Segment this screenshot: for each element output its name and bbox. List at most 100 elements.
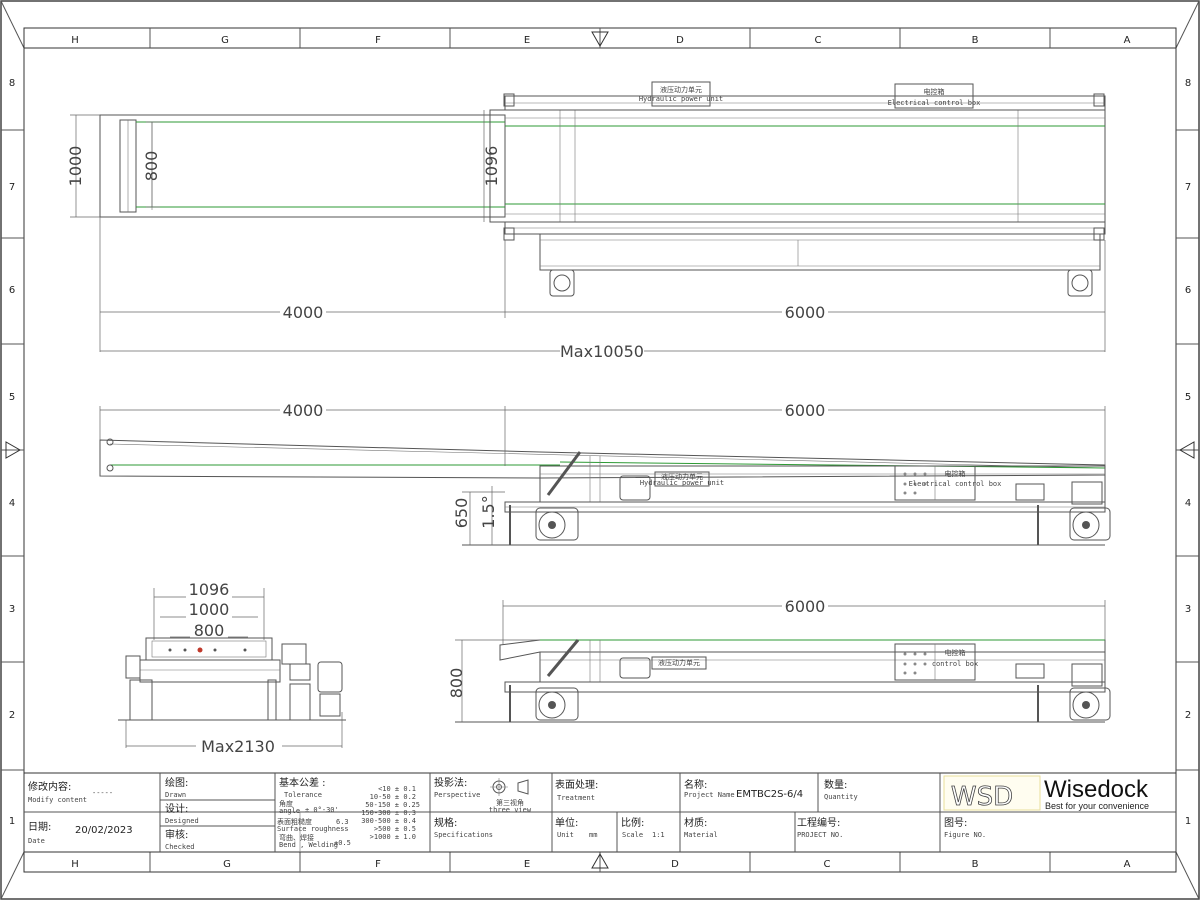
title-block: 修改内容: Modify content ----- 日期: Date 20/0… [23, 772, 1177, 853]
zone-col-e: E [524, 35, 530, 46]
unit-value: mm [589, 831, 597, 839]
tol-row-5: 300-500 ± 0.4 [361, 817, 416, 825]
control-box-label-cn: 电控箱 [924, 87, 945, 96]
side-control-box-en: Electrical control box [909, 480, 1002, 488]
dim-side-slope: 1.5° [479, 495, 498, 528]
projection-label-cn: 投影法: [434, 776, 467, 789]
modify-content-cn: 修改内容: [28, 780, 71, 793]
zone-row-1-right: 1 [1185, 816, 1191, 827]
logo-tagline: Best for your convenience [1045, 801, 1149, 811]
retracted-power-unit-cn: 液压动力单元 [658, 658, 700, 667]
angle-value: ± 0°-30' [305, 806, 339, 814]
scale-label-en: Scale [622, 831, 643, 839]
angle-label-cn: 角度 [279, 799, 293, 808]
hydraulic-power-unit-top [651, 81, 711, 107]
control-box-label-en: Electrical control box [888, 99, 981, 107]
tolerance-label-cn: 基本公差 : [279, 776, 326, 789]
top-view: 液压动力单元 Hydraulic power unit 电控箱 Electric… [66, 81, 1106, 361]
scale-value: 1:1 [652, 831, 665, 839]
third-angle-symbol-icon [490, 778, 529, 796]
quantity-label-cn: 数量: [824, 778, 847, 791]
treatment-label-en: Treatment [557, 794, 595, 802]
zone-row-4-right: 4 [1185, 498, 1191, 509]
material-label-en: Material [684, 831, 718, 839]
project-no-label-cn: 工程编号: [797, 816, 840, 829]
projection-value-cn: 第三视角 [496, 798, 524, 807]
zone-row-6-right: 6 [1185, 285, 1191, 296]
dim-side-height: 650 [452, 498, 471, 529]
angle-label-en: angle [279, 807, 300, 815]
project-name-value: EMTBC2S-6/4 [736, 789, 803, 800]
zone-row-8-right: 8 [1185, 78, 1191, 89]
zone-labels-right: 8 7 6 5 4 3 2 1 [1185, 78, 1191, 827]
zone-row-2: 2 [9, 710, 15, 721]
project-no-label-en: PROJECT NO. [797, 831, 843, 839]
zone-row-7: 7 [9, 182, 15, 193]
zone-row-5: 5 [9, 392, 15, 403]
logo-name: Wisedock [1044, 776, 1149, 803]
zone-row-2-right: 2 [1185, 710, 1191, 721]
wisedock-logo: WSD Wisedock Best for your convenience [943, 775, 1149, 812]
dim-top-width: 1000 [66, 146, 85, 187]
zone-col-a-bottom: A [1124, 859, 1131, 870]
projection-label-en: Perspective [434, 791, 480, 799]
tol-row-2: 10-50 ± 0.2 [370, 793, 416, 801]
zone-labels-left: 8 7 6 5 4 3 2 1 [9, 78, 15, 827]
zone-labels-bottom: H G F E D C B A [71, 859, 1130, 870]
retracted-view: 液压动力单元 电控箱 control box 6000 800 [447, 597, 1111, 723]
zone-row-6: 6 [9, 285, 15, 296]
project-name-label-cn: 名称: [684, 778, 707, 791]
unit-label-en: Unit [557, 831, 574, 839]
dim-retracted-height: 800 [447, 668, 466, 699]
logo-mark: WSD [951, 782, 1013, 812]
drawn-label-en: Drawn [165, 791, 186, 799]
tol-row-6: >500 ± 0.5 [374, 825, 416, 833]
checked-label-en: Checked [165, 843, 195, 851]
scale-label-cn: 比例: [621, 816, 644, 829]
dim-end-total: Max2130 [201, 737, 275, 756]
dim-top-extension: 4000 [283, 303, 324, 322]
zone-col-g-bottom: G [223, 859, 231, 870]
hydraulic-power-unit-retracted [651, 656, 707, 670]
zone-col-h: H [71, 35, 79, 46]
figure-no-label-cn: 图号: [944, 817, 967, 829]
dim-retracted-base: 6000 [785, 597, 826, 616]
dim-side-extension: 4000 [283, 401, 324, 420]
tolerance-label-en: Tolerance [284, 791, 322, 799]
zone-row-7-right: 7 [1185, 182, 1191, 193]
dim-top-total: Max10050 [560, 342, 644, 361]
figure-no-label-en: Figure NO. [944, 831, 986, 839]
material-label-cn: 材质: [684, 816, 707, 829]
zone-row-3: 3 [9, 604, 15, 615]
quantity-label-en: Quantity [824, 793, 858, 801]
checked-label-cn: 审核: [165, 828, 188, 841]
zone-col-b: B [972, 35, 979, 46]
date-label-cn: 日期: [28, 821, 51, 833]
tol-row-4: 150-300 ± 0.3 [361, 809, 416, 817]
tol-row-3: 50-150 ± 0.25 [365, 801, 420, 809]
side-power-unit-en: Hydraulic power unit [640, 479, 724, 487]
designed-label-cn: 设计: [165, 802, 188, 815]
zone-row-3-right: 3 [1185, 604, 1191, 615]
dim-top-frame: 1096 [482, 146, 501, 187]
modify-content-value: ----- [92, 789, 113, 797]
zone-row-4: 4 [9, 498, 15, 509]
zone-col-d: D [676, 35, 684, 46]
spec-label-cn: 规格: [434, 816, 457, 829]
project-name-label-en: Project Name [684, 791, 735, 799]
dim-end-belt: 800 [194, 621, 225, 640]
bend-value: ±0.5 [334, 839, 351, 847]
zone-row-8: 8 [9, 78, 15, 89]
end-view: 1096 1000 800 Max2130 [118, 580, 346, 756]
unit-label-cn: 单位: [555, 816, 578, 829]
bend-label-en: Bend , Welding [279, 841, 338, 849]
tol-row-7: >1000 ± 1.0 [370, 833, 416, 841]
side-control-box-cn: 电控箱 [945, 469, 966, 478]
zone-col-c-bottom: C [824, 859, 831, 870]
drawn-label-cn: 绘图: [165, 776, 188, 789]
modify-content-en: Modify content [28, 796, 87, 804]
power-unit-label-cn: 液压动力单元 [660, 85, 702, 94]
zone-col-d-bottom: D [671, 859, 679, 870]
